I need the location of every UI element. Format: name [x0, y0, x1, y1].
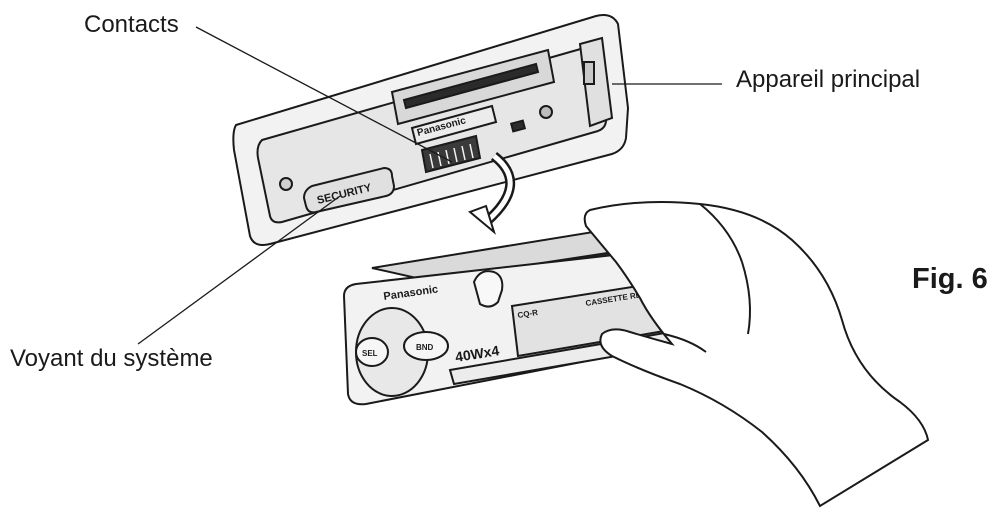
callout-contacts: Contacts	[84, 11, 179, 38]
leader-contacts	[195, 26, 453, 163]
hand-illustration	[583, 201, 930, 508]
sel-button-label: SEL	[362, 349, 378, 358]
rotation-arrow-head	[468, 204, 496, 235]
right-bracket	[578, 36, 614, 128]
sel-button	[355, 337, 389, 367]
bnd-button-label: BND	[416, 343, 434, 352]
release-hole	[539, 105, 553, 119]
right-clip	[583, 61, 595, 85]
bnd-button	[403, 331, 449, 361]
callout-appareil-principal: Appareil principal	[736, 66, 921, 93]
security-indicator	[302, 166, 396, 214]
callout-voyant-systeme: Voyant du système	[10, 345, 213, 372]
brand-plate	[410, 104, 498, 146]
contacts-connector	[420, 134, 482, 174]
latch-slot	[509, 119, 527, 133]
leader-voyant	[137, 195, 341, 345]
leader-lines	[137, 26, 722, 345]
side-screw-left	[279, 177, 293, 191]
figure-number: Fig. 6	[912, 263, 988, 295]
rotation-arrow	[468, 152, 515, 235]
main-unit	[232, 14, 630, 246]
cassette-slot-inner	[402, 62, 540, 110]
faceplate-power: 40Wx4	[454, 342, 501, 365]
faceplate	[342, 224, 696, 406]
release-knob	[472, 270, 504, 308]
display-label: CQ-R	[517, 308, 539, 320]
